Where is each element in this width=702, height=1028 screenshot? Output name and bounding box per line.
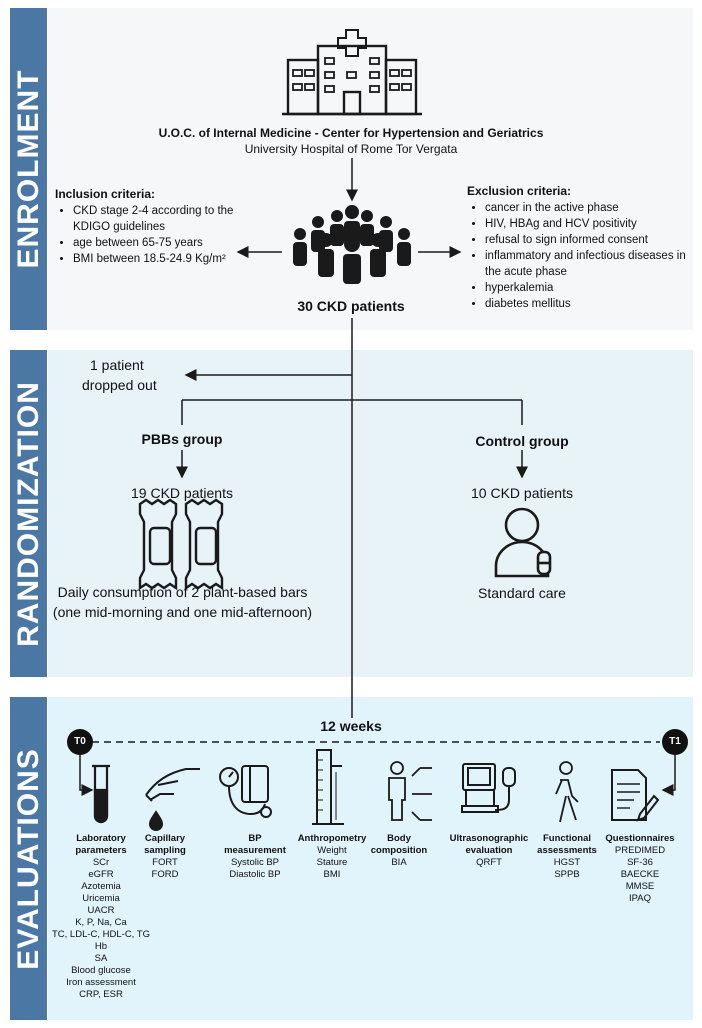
control-group-title: Control group [475, 433, 569, 449]
randomization-label: RANDOMIZATION [10, 350, 47, 677]
pbb-group-desc1: Daily consumption of 2 plant-based bars [57, 584, 308, 600]
evaluation-item: BIA [391, 857, 407, 868]
evaluation-item: UACR [87, 905, 115, 916]
evaluation-item: Weight [317, 845, 347, 856]
person-icon [494, 507, 552, 578]
evaluation-title: evaluation [465, 845, 513, 856]
evaluation-title: assessments [537, 845, 597, 856]
evaluation-title: Body [387, 833, 411, 844]
pbb-group-count: 19 CKD patients [131, 485, 233, 501]
inclusion-item: CKD stage 2-4 according to the KDIGO gui… [73, 203, 255, 235]
finger-drop-icon [145, 768, 200, 831]
exclusion-item: refusal to sign informed consent [485, 232, 692, 248]
evaluations-panel [48, 697, 693, 1020]
evaluation-item: TC, LDL-C, HDL-C, TG [51, 929, 150, 940]
questionnaire-icon [611, 769, 660, 822]
evaluation-title: Laboratory [76, 833, 126, 844]
evaluation-item: FORT [152, 857, 178, 868]
evaluation-title: measurement [224, 845, 286, 856]
t0-badge [67, 729, 93, 755]
evaluation-item: Diastolic BP [229, 869, 281, 880]
patients-group-icon [293, 205, 411, 284]
exclusion-item: hyperkalemia [485, 280, 692, 296]
evaluation-item: Iron assessment [66, 977, 136, 988]
t1-label: T1 [669, 736, 681, 747]
evaluation-item: SCr [92, 857, 110, 868]
exclusion-list: cancer in the active phase HIV, HBAg and… [467, 200, 692, 312]
patients-total: 30 CKD patients [297, 298, 405, 314]
evaluation-title: BP [248, 833, 262, 844]
dropout-line2: dropped out [82, 377, 157, 393]
stadiometer-icon [312, 749, 344, 825]
evaluation-item: SA [94, 953, 108, 964]
evaluation-item: Systolic BP [230, 857, 280, 868]
evaluation-item: IPAQ [629, 893, 651, 904]
inclusion-item: BMI between 18.5-24.9 Kg/m² [73, 251, 255, 267]
evaluation-item: CRP, ESR [79, 989, 123, 1000]
evaluation-item: FORD [151, 869, 179, 880]
evaluation-item: Hb [94, 941, 108, 952]
randomization-panel [48, 350, 693, 677]
test-tube-icon [92, 764, 110, 824]
exclusion-item: inflammatory and infectious diseases in … [485, 248, 692, 280]
evaluation-item: PREDIMED [614, 845, 666, 856]
plant-bars-icon [138, 498, 224, 591]
hospital-icon [282, 29, 422, 116]
evaluation-item: HGST [553, 857, 581, 868]
blood-pressure-icon [219, 765, 272, 818]
evaluation-title: Anthropometry [297, 833, 367, 844]
evaluation-title: Functional [542, 833, 592, 844]
evaluation-title: composition [370, 845, 428, 856]
evaluation-title: Questionnaires [605, 833, 675, 844]
ultrasound-icon [461, 763, 516, 813]
t0-label: T0 [74, 736, 86, 747]
evaluation-item: QRFT [476, 857, 502, 868]
pbb-group-desc2: (one mid-morning and one mid-afternoon) [52, 604, 313, 620]
evaluation-title: sampling [144, 845, 186, 856]
evaluation-item: SF-36 [627, 857, 653, 868]
evaluation-item: Azotemia [81, 881, 121, 892]
enrolment-label: ENROLMENT [10, 8, 47, 330]
dropout-line1: 1 patient [90, 357, 144, 373]
evaluation-title: Capillary [144, 833, 186, 844]
hospital-university: University Hospital of Rome Tor Vergata [244, 142, 458, 156]
evaluation-item: eGFR [88, 869, 114, 880]
exclusion-title: Exclusion criteria: [467, 184, 572, 198]
inclusion-item: age between 65-75 years [73, 235, 255, 251]
evaluation-item: K, P, Na, Ca [75, 917, 127, 928]
exclusion-item: HIV, HBAg and HCV positivity [485, 216, 692, 232]
evaluation-item: Uricemia [82, 893, 120, 904]
control-group-desc: Standard care [478, 585, 566, 601]
duration-label: 12 weeks [320, 718, 382, 734]
evaluation-item: Stature [316, 857, 348, 868]
control-group-count: 10 CKD patients [471, 485, 573, 501]
hospital-name: U.O.C. of Internal Medicine - Center for… [158, 126, 544, 140]
inclusion-title: Inclusion criteria: [55, 187, 156, 201]
exclusion-item: diabetes mellitus [485, 296, 692, 312]
walking-icon [555, 761, 579, 823]
body-composition-icon [388, 761, 432, 821]
evaluation-item: MMSE [625, 881, 655, 892]
inclusion-list: CKD stage 2-4 according to the KDIGO gui… [55, 203, 255, 267]
evaluation-item: BAECKE [620, 869, 660, 880]
t1-badge [662, 729, 688, 755]
evaluation-item: SPPB [554, 869, 580, 880]
evaluation-title: Ultrasonographic [449, 833, 529, 844]
evaluation-title: parameters [75, 845, 127, 856]
exclusion-item: cancer in the active phase [485, 200, 692, 216]
pbb-group-title: PBBs group [141, 431, 223, 447]
evaluations-label: EVALUATIONS [10, 697, 47, 1020]
evaluation-item: BMI [323, 869, 341, 880]
evaluation-item: Blood glucose [71, 965, 131, 976]
